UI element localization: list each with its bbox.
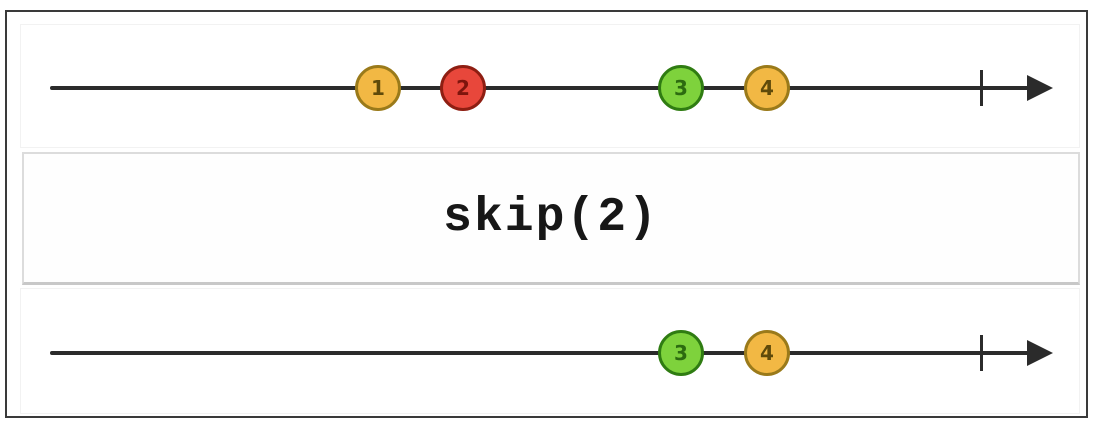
marble-3: 3 xyxy=(658,65,704,111)
source-timeline-line xyxy=(50,86,1030,90)
marble-2: 2 xyxy=(440,65,486,111)
operator-box: skip(2) xyxy=(22,152,1080,285)
output-timeline-line xyxy=(50,351,1030,355)
marble-1: 1 xyxy=(355,65,401,111)
output-arrowhead-icon xyxy=(1027,340,1053,366)
operator-label: skip(2) xyxy=(443,191,659,245)
source-arrowhead-icon xyxy=(1027,75,1053,101)
marble-4: 4 xyxy=(744,65,790,111)
marble-3: 3 xyxy=(658,330,704,376)
output-complete-tick xyxy=(980,335,983,371)
marble-4: 4 xyxy=(744,330,790,376)
source-complete-tick xyxy=(980,70,983,106)
